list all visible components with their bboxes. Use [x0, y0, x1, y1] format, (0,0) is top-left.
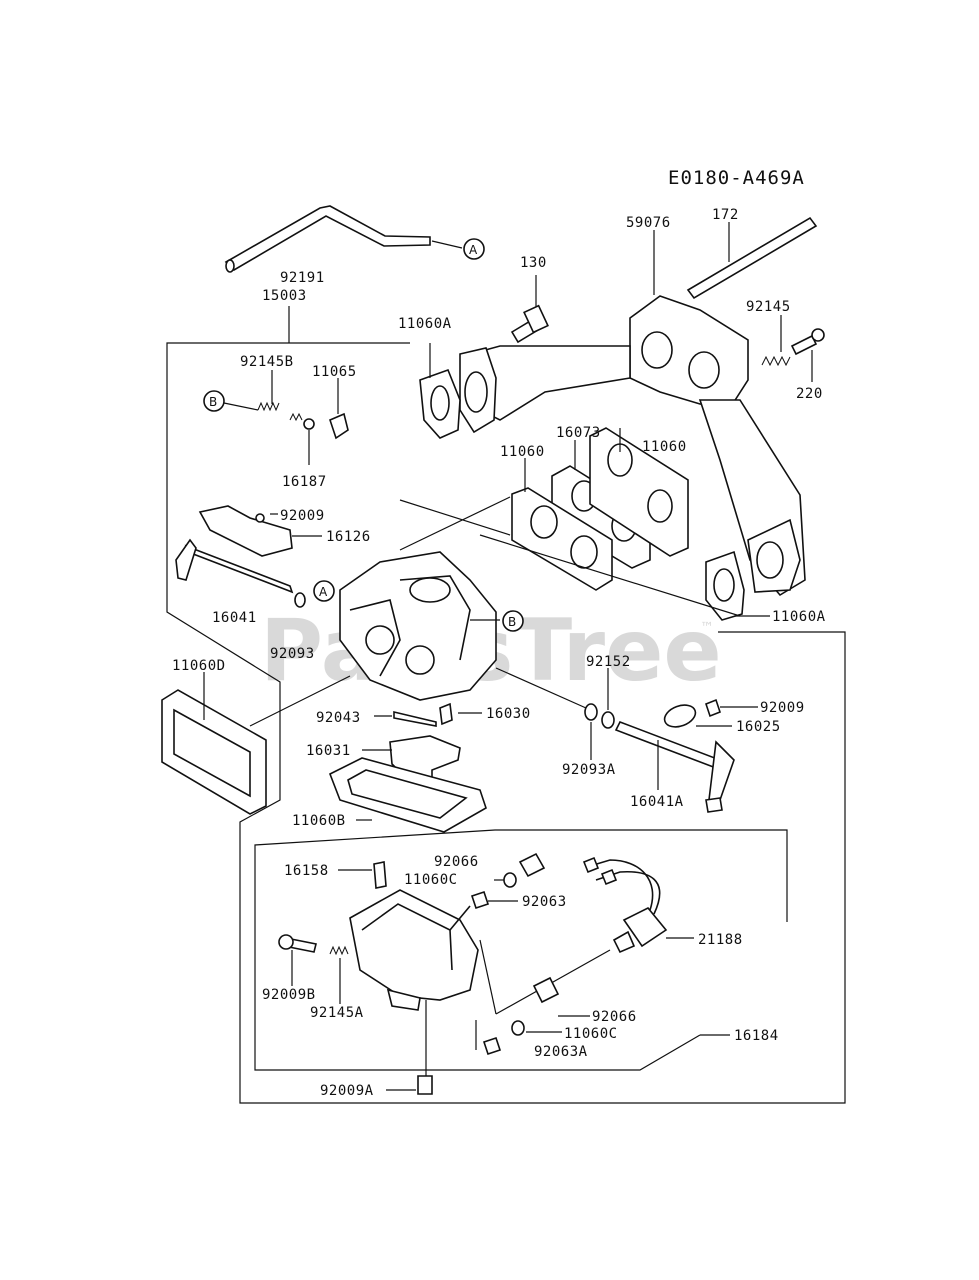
bolt-130	[510, 275, 549, 344]
spring-92145	[761, 315, 791, 367]
shaft-16041a	[614, 720, 735, 813]
washer-92152	[601, 668, 615, 729]
label-92009b: 92009B	[262, 987, 316, 1003]
label-11060c-bottom: 11060C	[564, 1026, 618, 1042]
plate-16025	[663, 704, 732, 728]
label-15003: 15003	[262, 288, 307, 304]
pin-92043	[374, 710, 437, 727]
carburetor-body	[339, 551, 500, 701]
washer-92093	[294, 592, 306, 608]
bolt-92009b	[278, 934, 317, 986]
watermark-tm: ™	[700, 620, 714, 636]
assembly-boundary	[166, 306, 846, 1104]
diagram-code: E0180-A469A	[668, 167, 805, 189]
svg-text:B: B	[508, 615, 516, 629]
label-92066-bottom: 92066	[592, 1009, 637, 1025]
plug-92066-top	[494, 852, 546, 888]
label-11065: 11065	[312, 364, 357, 380]
float-bowl	[349, 889, 479, 1076]
label-16184: 16184	[734, 1028, 779, 1044]
label-11060b: 11060B	[292, 813, 346, 829]
callout-b-mid: B	[502, 610, 524, 632]
svg-text:B: B	[209, 395, 217, 409]
label-92043: 92043	[316, 710, 361, 726]
label-172: 172	[712, 207, 739, 223]
label-16041: 16041	[212, 610, 257, 626]
label-11060d: 11060D	[172, 658, 226, 674]
label-92066-top: 92066	[434, 854, 479, 870]
washer-92093a	[584, 703, 598, 760]
gasket-11060d	[161, 672, 351, 815]
spring-92145a	[329, 945, 349, 1004]
jet-16158	[338, 861, 387, 889]
label-16158: 16158	[284, 863, 329, 879]
gasket-11060b	[328, 757, 487, 833]
label-92145: 92145	[746, 299, 791, 315]
label-11060-right: 11060	[642, 439, 687, 455]
label-92152: 92152	[586, 654, 631, 670]
label-11060a-bottom: 11060A	[772, 609, 826, 625]
label-16041a: 16041A	[630, 794, 684, 810]
label-16031: 16031	[306, 743, 351, 759]
label-92009a: 92009A	[320, 1083, 374, 1099]
jet-92063	[449, 890, 518, 931]
label-130: 130	[520, 255, 547, 271]
label-220: 220	[796, 386, 823, 402]
label-92191: 92191	[280, 270, 325, 286]
shaft-16041	[175, 538, 294, 594]
plate-16126	[198, 505, 322, 557]
label-92009-right: 92009	[760, 700, 805, 716]
bolt-220	[790, 328, 825, 382]
valve-11065	[329, 378, 349, 440]
label-92145b: 92145B	[240, 354, 294, 370]
gasket-11060a-top	[419, 343, 461, 439]
label-92063: 92063	[522, 894, 567, 910]
label-21188: 21188	[698, 932, 743, 948]
gasket-11060-right	[589, 427, 689, 557]
spring-92145b	[257, 370, 280, 412]
breather-hose	[224, 205, 463, 273]
label-11060c-top: 11060C	[404, 872, 458, 888]
jet-92063a	[475, 1020, 502, 1056]
label-16025: 16025	[736, 719, 781, 735]
label-59076: 59076	[626, 215, 671, 231]
screw-16187	[289, 412, 315, 465]
label-16073: 16073	[556, 425, 601, 441]
label-92145a: 92145A	[310, 1005, 364, 1021]
label-11060-left: 11060	[500, 444, 545, 460]
label-92093: 92093	[270, 646, 315, 662]
needle-16030	[439, 702, 482, 726]
label-16126: 16126	[326, 529, 371, 545]
label-11060a-top: 11060A	[398, 316, 452, 332]
callout-a-mid: A	[313, 580, 335, 602]
callout-b-left: B	[203, 390, 225, 412]
callout-a-top: A	[463, 238, 485, 260]
intake-manifold	[459, 295, 806, 597]
svg-text:A: A	[469, 243, 478, 257]
gasket-11060-left	[511, 458, 613, 591]
label-92093a: 92093A	[562, 762, 616, 778]
label-92009-left: 92009	[280, 508, 325, 524]
label-16187: 16187	[282, 474, 327, 490]
label-16030: 16030	[486, 706, 531, 722]
bolt-92009a	[386, 1075, 433, 1095]
label-92063a: 92063A	[534, 1044, 588, 1060]
solenoid-21188	[479, 856, 694, 1015]
svg-text:A: A	[319, 585, 328, 599]
stud-172	[686, 216, 818, 300]
plug-92066-bottom	[511, 976, 590, 1036]
screw-92009-right	[705, 698, 758, 718]
